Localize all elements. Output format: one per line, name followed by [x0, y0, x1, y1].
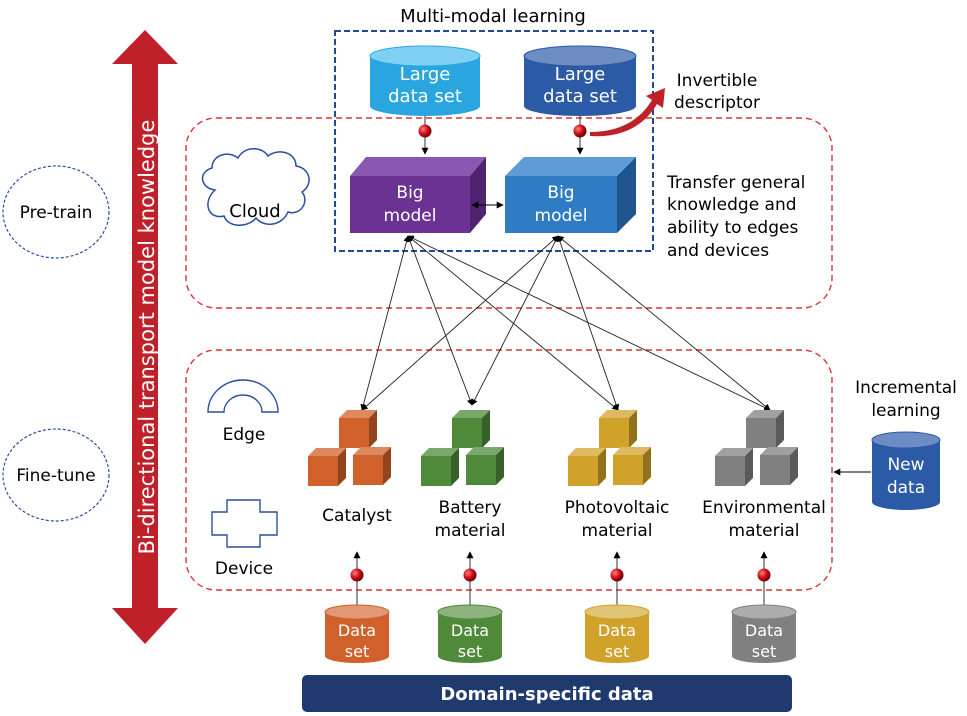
dataset-label: Data — [745, 621, 783, 640]
material-cube — [613, 447, 651, 485]
dataset-label-line2: set — [345, 642, 369, 661]
bidirectional-arrow-label: Bi-directional transport model knowledge — [135, 120, 159, 555]
embedding-node — [610, 568, 624, 582]
stage-pretrain: Pre-train — [2, 165, 110, 259]
material-cube — [715, 448, 753, 486]
material-cube — [339, 410, 377, 448]
knowledge-link — [407, 235, 771, 411]
transfer-text-line: ability to edges — [667, 218, 798, 238]
dataset-label: Data — [338, 621, 376, 640]
domain-label-line2: material — [435, 521, 506, 541]
embedding-node — [418, 124, 432, 138]
embedding-node — [350, 568, 364, 582]
large-dataset-1-label2: data set — [388, 86, 462, 107]
embedding-node — [757, 568, 771, 582]
dataset-label-line2: set — [752, 642, 776, 661]
knowledge-link — [556, 235, 620, 411]
device-icon — [211, 499, 278, 548]
material-cube — [568, 448, 606, 486]
new-data-label2: data — [887, 478, 925, 498]
large-dataset-2-label: Large — [555, 64, 606, 85]
big-model-2-label2: model — [535, 206, 588, 226]
domain-label: Battery — [439, 498, 502, 518]
invertible-descriptor-label: Invertible — [677, 71, 758, 91]
big-model-1-label: Big — [396, 183, 423, 203]
material-cube — [353, 447, 391, 485]
dataset-label-line2: set — [458, 642, 482, 661]
multimodal-title: Multi-modal learning — [400, 6, 586, 27]
big-model-2-label: Big — [547, 183, 574, 203]
cloud-label: Cloud — [229, 201, 280, 222]
domain-label-line2: material — [729, 521, 800, 541]
embedding-node — [573, 124, 587, 138]
bidirectional-arrow: Bi-directional transport model knowledge — [112, 30, 178, 644]
material-cube — [599, 410, 637, 448]
domain-dataset-4: Data set — [731, 604, 797, 663]
bidirectional-arrow-shape — [112, 30, 178, 644]
knowledge-link — [361, 235, 559, 411]
domain-label-line2: material — [582, 521, 653, 541]
big-model-2: Big model — [505, 157, 636, 233]
knowledge-link — [557, 235, 771, 411]
large-dataset-1: Large data set — [369, 45, 481, 116]
dataset-label-line2: set — [605, 642, 629, 661]
knowledge-link — [407, 235, 619, 411]
dataset-model-links — [418, 116, 587, 155]
stage-finetune-label: Fine-tune — [16, 466, 95, 486]
large-dataset-2: Large data set — [523, 45, 637, 116]
material-cube — [308, 448, 346, 486]
domain-dataset-2: Data set — [437, 604, 503, 663]
material-cube — [466, 447, 504, 485]
invertible-descriptor-label2: descriptor — [674, 93, 760, 113]
transfer-text-line: and devices — [667, 241, 769, 261]
large-dataset-1-label: Large — [400, 64, 451, 85]
stage-finetune: Fine-tune — [2, 428, 110, 522]
model-domain-links — [360, 235, 771, 411]
dataset-label: Data — [451, 621, 489, 640]
new-data-label: New — [887, 455, 924, 475]
transfer-text-line: knowledge and — [667, 195, 797, 215]
material-cube — [452, 410, 490, 448]
device-label: Device — [215, 559, 273, 579]
invertible-descriptor-arrow — [590, 88, 665, 137]
big-model-1: Big model — [350, 157, 486, 233]
knowledge-link — [360, 235, 410, 411]
transfer-text: Transfer general knowledge and ability t… — [666, 173, 805, 261]
edge-icon — [207, 379, 279, 413]
domain-dataset-1: Data set — [324, 604, 390, 663]
domain-label: Catalyst — [322, 506, 392, 526]
material-cube — [746, 410, 784, 448]
domain-dataset-3: Data set — [584, 604, 650, 663]
domain-label: Environmental — [702, 498, 826, 518]
incremental-label2: learning — [871, 401, 940, 421]
edge-label: Edge — [223, 425, 266, 445]
transfer-text-line: Transfer general — [666, 173, 805, 193]
embedding-node — [463, 568, 477, 582]
cloud-icon: Cloud — [201, 148, 310, 226]
domain-specific-data-label: Domain-specific data — [440, 684, 653, 705]
new-data-cylinder: New data — [871, 431, 941, 510]
stage-pretrain-label: Pre-train — [20, 203, 93, 223]
domain-groups: CatalystDatasetBatterymaterialDatasetPho… — [308, 410, 826, 663]
big-model-1-label2: model — [384, 206, 437, 226]
material-cube — [421, 448, 459, 486]
domain-label: Photovoltaic — [565, 498, 670, 518]
incremental-label: Incremental — [855, 378, 957, 398]
large-dataset-2-label2: data set — [543, 86, 617, 107]
knowledge-link — [471, 235, 559, 406]
material-cube — [760, 447, 798, 485]
domain-specific-data-bar: Domain-specific data — [302, 675, 792, 712]
dataset-label: Data — [598, 621, 636, 640]
